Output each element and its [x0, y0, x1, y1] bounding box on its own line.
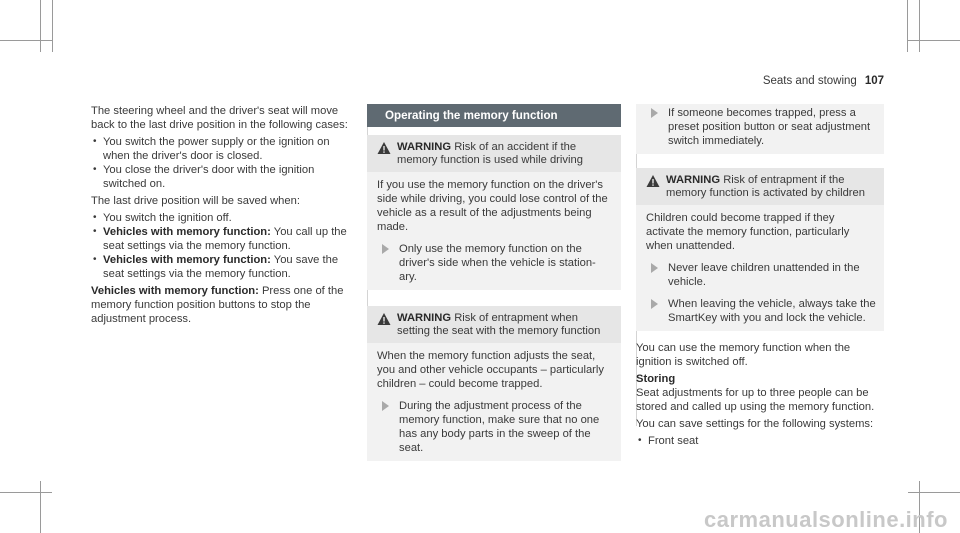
warning-text: If you use the memory function on the dr…: [377, 179, 608, 233]
page-header: Seats and stowing 107: [763, 74, 884, 88]
warning-title: Risk of entrapment when setting the seat…: [397, 312, 601, 337]
warning-body: If you use the memory function on the dr…: [367, 172, 621, 290]
warning-body-continued: If someone becomes trapped, press a pres…: [636, 104, 884, 154]
warning-header: WARNING Risk of an accident if the memor…: [367, 135, 621, 172]
section-heading: Operating the memory function: [367, 104, 621, 127]
action-step: If someone becomes trapped, press a pres…: [646, 106, 876, 148]
list-item-text: You switch the ignition off.: [103, 212, 232, 224]
warning-body: Children could become trapped if they ac…: [636, 205, 884, 331]
crop-mark: [40, 0, 41, 52]
arrow-icon: [651, 299, 658, 309]
list-item-label: Vehicles with memory function:: [103, 226, 271, 238]
crop-mark: [40, 481, 41, 533]
warning-title: Risk of entrapment if the memory functio…: [666, 174, 865, 199]
arrow-icon: [382, 401, 389, 411]
column-2: Operating the memory function WARNING Ri…: [367, 104, 621, 461]
warning-triangle-icon: [377, 142, 391, 154]
cases-list: You switch the power supply or the ignit…: [91, 135, 353, 191]
crop-mark: [919, 0, 920, 52]
arrow-icon: [651, 263, 658, 273]
action-step: When leaving the vehicle, always take th…: [646, 297, 876, 325]
list-item: Vehicles with memory function: You save …: [91, 253, 353, 281]
crop-mark: [908, 40, 960, 41]
action-step: During the adjustment process of the mem…: [377, 399, 613, 455]
warning-label: WARNING: [397, 312, 452, 324]
step-text: When leaving the vehicle, always take th…: [668, 298, 876, 324]
warning-text: When the memory function adjusts the sea…: [377, 350, 604, 390]
list-item-label: Vehicles with memory function:: [103, 254, 271, 266]
saved-list: You switch the ignition off. Vehicles wi…: [91, 211, 353, 281]
column-3: If someone becomes trapped, press a pres…: [636, 104, 884, 451]
crop-mark: [908, 492, 960, 493]
saved-intro: The last drive position will be saved wh…: [91, 195, 300, 207]
storing-heading: Storing: [636, 373, 676, 385]
warning-box: WARNING Risk of entrapment when setting …: [367, 306, 621, 461]
warning-header: WARNING Risk of entrapment when setting …: [367, 306, 621, 343]
warning-box: WARNING Risk of an accident if the memor…: [367, 135, 621, 290]
warning-triangle-icon: [646, 175, 660, 187]
list-item-text: You save the seat settings via the memor…: [103, 254, 339, 280]
crop-mark: [52, 0, 53, 52]
crop-mark: [0, 492, 52, 493]
list-item: Front seat: [636, 434, 884, 448]
intro-paragraph: The steering wheel and the driver's seat…: [91, 105, 348, 131]
closing-paragraph: Vehicles with memory function: Press one…: [91, 284, 353, 326]
crop-mark: [0, 40, 52, 41]
warning-title: Risk of an accident if the memory functi…: [397, 141, 583, 166]
warning-body: When the memory function adjusts the sea…: [367, 343, 621, 461]
step-text: During the adjustment process of the mem…: [399, 400, 600, 454]
crop-mark: [907, 0, 908, 52]
warning-label: WARNING: [666, 174, 721, 186]
systems-intro: You can save settings for the following …: [636, 418, 874, 430]
step-text: Only use the memory function on the driv…: [399, 243, 596, 283]
arrow-icon: [651, 108, 658, 118]
step-text: If someone becomes trapped, press a pres…: [668, 107, 871, 147]
watermark: carmanualsonline.info: [704, 507, 948, 532]
closing-text: Press one of the memory function positio…: [91, 285, 344, 325]
list-item: You switch the power supply or the ignit…: [91, 135, 353, 163]
paragraph: You can use the memory function when the…: [636, 342, 851, 368]
section-title: Seats and stowing: [762, 75, 857, 87]
list-item: You switch the ignition off.: [91, 211, 353, 225]
warning-box: WARNING Risk of entrapment if the memory…: [636, 168, 884, 331]
step-text: Never leave children unattended in the v…: [668, 262, 860, 288]
warning-triangle-icon: [377, 313, 391, 325]
systems-list: Front seat: [636, 434, 884, 448]
warning-label: WARNING: [397, 141, 452, 153]
closing-label: Vehicles with memory function:: [91, 285, 259, 297]
list-item-text: You call up the seat settings via the me…: [103, 226, 347, 252]
crop-mark: [919, 481, 920, 533]
storing-paragraph: Seat adjustments for up to three people …: [636, 387, 875, 413]
list-item: You close the driver's door with the ign…: [91, 163, 353, 191]
warning-text: Children could become trapped if they ac…: [646, 212, 850, 252]
column-1: The steering wheel and the driver's seat…: [91, 104, 353, 329]
warning-header: WARNING Risk of entrapment if the memory…: [636, 168, 884, 205]
arrow-icon: [382, 244, 389, 254]
list-item: Vehicles with memory function: You call …: [91, 225, 353, 253]
page-number: 107: [864, 75, 884, 87]
action-step: Never leave children unattended in the v…: [646, 261, 876, 289]
action-step: Only use the memory function on the driv…: [377, 242, 613, 284]
